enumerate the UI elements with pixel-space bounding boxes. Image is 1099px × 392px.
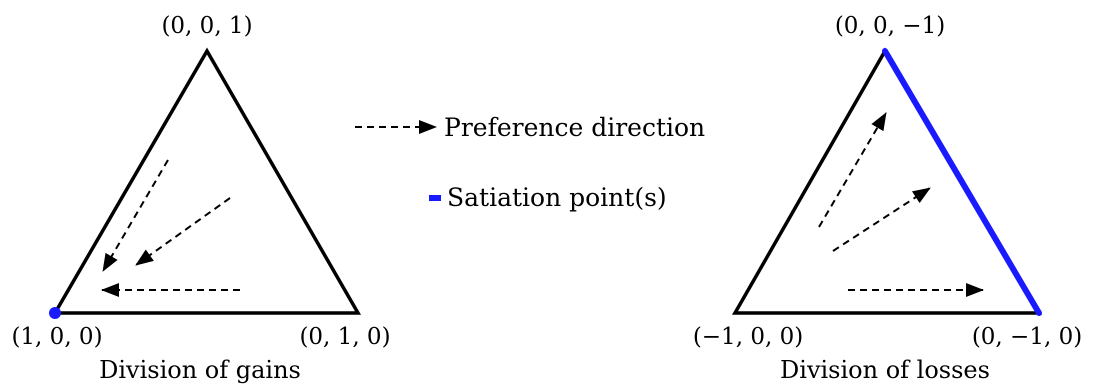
losses-panel: (0, 0, −1) (−1, 0, 0) (0, −1, 0) Divisio… (693, 13, 1082, 384)
losses-top-vertex-label: (0, 0, −1) (835, 13, 945, 39)
gains-top-vertex-label: (0, 0, 1) (161, 13, 252, 39)
gains-satiation-point (49, 307, 61, 319)
gains-right-vertex-label: (0, 1, 0) (299, 324, 390, 350)
legend: Preference direction Satiation point(s) (355, 113, 705, 212)
gains-triangle (51, 47, 362, 315)
losses-left-vertex-label: (−1, 0, 0) (693, 324, 803, 350)
legend-preference-label: Preference direction (444, 113, 705, 142)
gains-caption: Division of gains (99, 356, 301, 384)
losses-preference-arrow-1 (818, 112, 887, 228)
gains-preference-arrow-2 (135, 197, 231, 266)
losses-preference-arrow-2 (832, 187, 931, 252)
losses-triangle (731, 47, 1043, 315)
legend-satiation-label: Satiation point(s) (447, 183, 667, 212)
losses-caption: Division of losses (780, 356, 990, 384)
losses-right-vertex-label: (0, −1, 0) (972, 324, 1082, 350)
losses-satiation-edge (882, 48, 1042, 316)
gains-preference-arrow-1 (102, 159, 169, 272)
gains-left-vertex-label: (1, 0, 0) (11, 324, 102, 350)
gains-panel: (0, 0, 1) (1, 0, 0) (0, 1, 0) Division o… (11, 13, 390, 384)
legend-satiation-swatch (429, 195, 441, 201)
